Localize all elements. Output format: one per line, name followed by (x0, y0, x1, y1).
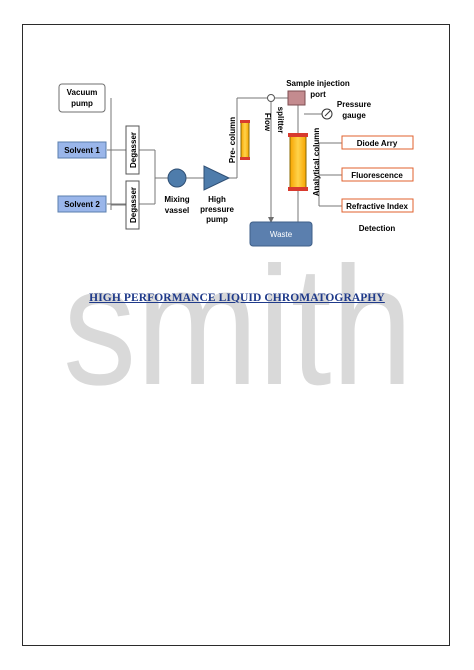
analytical-column: Analytical column (288, 128, 321, 197)
svg-text:vassel: vassel (165, 206, 189, 215)
pressure-gauge: Pressure gauge (321, 100, 372, 120)
svg-text:Degasser: Degasser (129, 187, 138, 223)
flow-lines (107, 97, 342, 223)
page-border (22, 24, 450, 646)
solvent-2: Solvent 2 (57, 195, 107, 213)
svg-text:Sample injection: Sample injection (286, 79, 350, 88)
detector-fluorescence: Fluorescence (341, 167, 414, 182)
svg-text:Fluorescence: Fluorescence (351, 171, 403, 180)
watermark: smith (63, 262, 413, 392)
svg-text:pump: pump (206, 215, 228, 224)
svg-text:gauge: gauge (342, 111, 366, 120)
detector-diode-array: Diode Arry (341, 135, 414, 150)
svg-text:High: High (208, 195, 226, 204)
high-pressure-pump: High pressure pump (200, 165, 234, 224)
svg-text:pump: pump (71, 99, 93, 108)
vacuum-pump: Vacuum pump (58, 83, 106, 113)
svg-text:Pre- column: Pre- column (228, 117, 237, 163)
svg-text:splitter: splitter (276, 107, 285, 134)
pre-column: Pre- column (228, 117, 250, 163)
solvent-1: Solvent 1 (57, 141, 107, 159)
svg-text:port: port (310, 90, 326, 99)
svg-text:Mixing: Mixing (164, 195, 189, 204)
svg-text:pressure: pressure (200, 205, 234, 214)
svg-text:Solvent 1: Solvent 1 (64, 146, 100, 155)
svg-text:Refractive Index: Refractive Index (346, 202, 408, 211)
detection-label: Detection (359, 224, 396, 233)
degasser-2: Degasser (125, 180, 140, 230)
svg-text:Vacuum: Vacuum (67, 88, 98, 97)
page-title: HIGH PERFORMANCE LIQUID CHROMATOGRAPHY (89, 292, 385, 304)
svg-text:Solvent 2: Solvent 2 (64, 200, 100, 209)
flow-splitter: Flow splitter (263, 94, 285, 134)
svg-text:Flow: Flow (263, 113, 272, 132)
mixing-vessel: Mixing vassel (164, 168, 190, 215)
sample-injection-port: Sample injection port (286, 79, 350, 106)
svg-text:Analytical column: Analytical column (312, 128, 321, 197)
watermark-text: smith (63, 262, 413, 392)
svg-text:Waste: Waste (270, 230, 293, 239)
hplc-diagram: Vacuum pump Solvent 1 Solvent 2 Degasser… (57, 79, 414, 247)
svg-text:Degasser: Degasser (129, 132, 138, 168)
detector-refractive-index: Refractive Index (341, 198, 414, 213)
svg-text:Pressure: Pressure (337, 100, 372, 109)
degasser-1: Degasser (125, 125, 140, 175)
waste: Waste (249, 221, 313, 247)
svg-text:Diode Arry: Diode Arry (357, 139, 398, 148)
